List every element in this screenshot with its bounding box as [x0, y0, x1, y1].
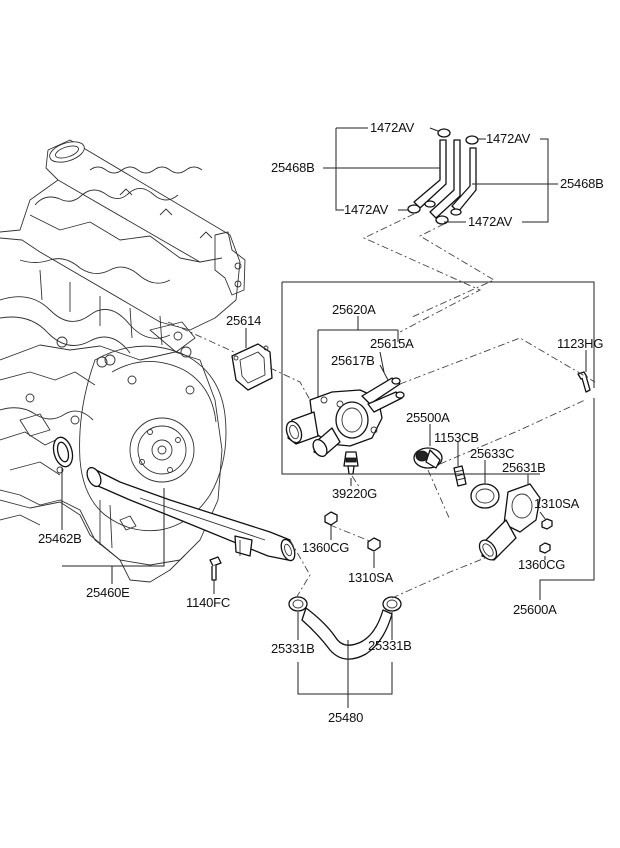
hose-clamp-left: [288, 596, 308, 612]
label-25631b: 25631B: [502, 460, 546, 475]
stud-1153cb: [453, 465, 467, 487]
nut-1360cg-right: [539, 542, 551, 554]
label-1153cb: 1153CB: [434, 430, 479, 445]
clamp-d: [435, 215, 449, 225]
label-25617b: 25617B: [331, 353, 375, 368]
label-1360cg-left: 1360CG: [302, 540, 349, 555]
label-25468b-right: 25468B: [560, 176, 604, 191]
label-25620a: 25620A: [332, 302, 376, 317]
clamp-b: [465, 135, 479, 145]
label-25615a: 25615A: [370, 336, 414, 351]
leader-lines: [61, 127, 595, 708]
sensor-39220g: [343, 451, 359, 475]
water-outlet-25631b: [478, 483, 541, 561]
label-1310sa-right: 1310SA: [534, 496, 580, 511]
hose-clamp-right: [382, 596, 402, 612]
bolt-1140fc: [209, 556, 222, 567]
label-25480: 25480: [328, 710, 363, 725]
label-1472av-d: 1472AV: [468, 214, 513, 229]
label-25633c: 25633C: [470, 446, 514, 461]
label-1472av-b: 1472AV: [486, 131, 531, 146]
label-1310sa-left: 1310SA: [348, 570, 394, 585]
label-1360cg-right: 1360CG: [518, 557, 565, 572]
water-pump-pulley: [129, 417, 195, 483]
label-39220g: 39220G: [332, 486, 377, 501]
gasket-25633c: [470, 483, 500, 509]
label-25500a: 25500A: [406, 410, 450, 425]
label-1472av-c: 1472AV: [344, 202, 389, 217]
thermostat-housing: [285, 377, 405, 458]
water-inlet-pipe: [52, 436, 296, 581]
label-25460e: 25460E: [86, 585, 130, 600]
clamp-a: [437, 128, 451, 138]
part-labels: 1472AV 1472AV 1472AV 1472AV 25468B 25468…: [38, 120, 604, 725]
label-1140fc: 1140FC: [186, 595, 230, 610]
label-1472av-a: 1472AV: [370, 120, 415, 135]
nut-1360cg-left: [324, 511, 338, 526]
gasket-25614: [231, 343, 273, 391]
label-25468b-left: 25468B: [271, 160, 315, 175]
engine-block: [0, 139, 246, 583]
label-25331b-left: 25331B: [271, 641, 315, 656]
nut-1310sa-right: [541, 518, 553, 530]
lower-hose: [288, 596, 402, 660]
label-25614: 25614: [226, 313, 261, 328]
label-25600a: 25600A: [513, 602, 557, 617]
label-25331b-right: 25331B: [368, 638, 412, 653]
label-1123hg: 1123HG: [557, 336, 603, 351]
alignment-lines: [167, 213, 596, 599]
nut-1310sa-left: [367, 537, 381, 552]
label-25462b: 25462B: [38, 531, 82, 546]
thermostat-25500a: [413, 447, 443, 469]
bypass-hoses: [407, 128, 479, 225]
clamp-c: [407, 204, 421, 214]
oil-cap: [49, 141, 85, 163]
